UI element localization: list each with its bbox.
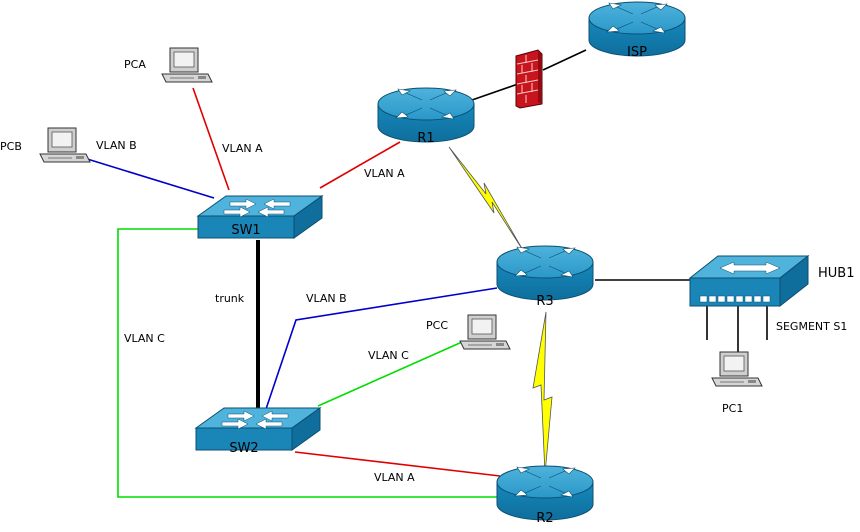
router-isp-label: ISP <box>627 45 647 60</box>
pc-pcc[interactable]: PCC <box>426 314 511 350</box>
pc-pca[interactable]: PCA <box>124 47 213 83</box>
links-layer <box>83 49 768 498</box>
serial-link-r3-r2 <box>532 311 553 475</box>
router-r3-label: R3 <box>536 294 553 309</box>
hub-hub1-label: HUB1 <box>818 266 854 281</box>
link-pca-sw1 <box>192 87 230 191</box>
link-sw1-r1 <box>319 141 401 189</box>
link-sw2-r2 <box>294 451 501 477</box>
label-sw1-r1: VLAN A <box>364 167 405 180</box>
router-r3[interactable]: R3 <box>496 245 594 309</box>
pc-pc1[interactable]: PC1 <box>711 351 763 415</box>
pc-pc1-label: PC1 <box>722 402 743 415</box>
label-sw2-r3: VLAN B <box>306 292 347 305</box>
label-trunk: trunk <box>215 292 245 305</box>
label-sw2-r2: VLAN A <box>374 471 415 484</box>
link-pcb-sw1 <box>83 157 215 199</box>
link-firewall-isp <box>542 49 587 71</box>
label-vlanc-left: VLAN C <box>124 332 165 345</box>
link-sw2-pcc <box>317 341 463 407</box>
router-r2[interactable]: R2 <box>496 465 594 526</box>
link-sw2-r3 <box>264 287 498 413</box>
switch-sw1[interactable]: SW1 <box>197 195 323 239</box>
pc-pcb-label: PCB <box>0 140 22 153</box>
router-r1[interactable]: R1 <box>377 87 475 146</box>
link-sw1-r2-vlanc <box>117 228 497 498</box>
switch-sw2[interactable]: SW2 <box>195 407 321 456</box>
label-pcb-sw1: VLAN B <box>96 139 137 152</box>
router-isp[interactable]: ISP <box>588 1 686 60</box>
link-r1-firewall <box>471 83 519 101</box>
router-r1-label: R1 <box>417 131 434 146</box>
serial-link-r1-r3 <box>448 146 525 253</box>
label-pca-sw1: VLAN A <box>222 142 263 155</box>
firewall-icon <box>515 49 543 109</box>
pc-pcc-label: PCC <box>426 319 448 332</box>
pc-pca-label: PCA <box>124 58 146 71</box>
label-sw2-pcc: VLAN C <box>368 349 409 362</box>
switch-sw2-label: SW2 <box>229 441 258 456</box>
router-r2-label: R2 <box>536 511 553 526</box>
switch-sw1-label: SW1 <box>231 223 260 238</box>
label-segment-s1: SEGMENT S1 <box>776 320 847 333</box>
pc-pcb[interactable]: PCB <box>0 127 91 163</box>
hub-hub1[interactable]: HUB1 <box>688 254 854 308</box>
